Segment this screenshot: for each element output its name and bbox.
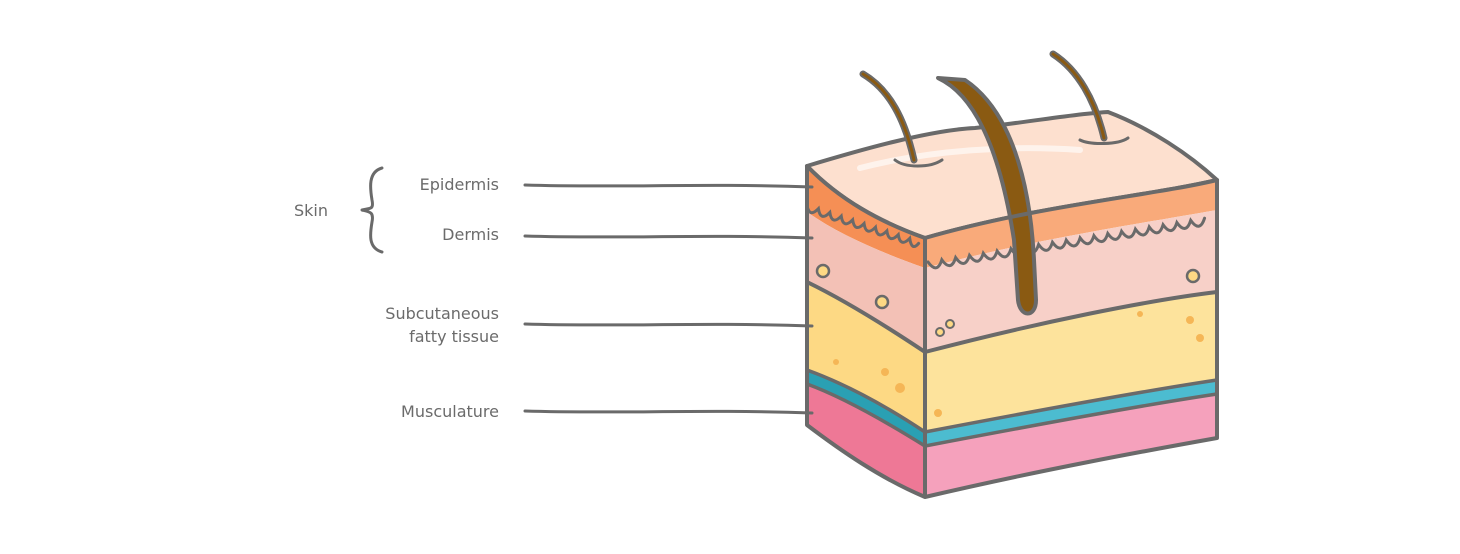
hair-strand-right-fill [1051,52,1106,140]
leader-line-musculature [523,409,814,415]
hair-follicle-left-rim [893,158,944,168]
front-fat [925,292,1217,432]
leader-line-epidermis [523,183,814,189]
fat-droplet [1186,316,1194,324]
layer-boundary-fascia-top [806,368,1218,434]
gland-dot [935,327,945,337]
front-fascia [925,380,1217,446]
left-epidermis [807,166,925,268]
label-subcutaneous-line2: fatty tissue [409,327,499,346]
gland-dot [815,263,831,279]
gland-dot [1185,268,1201,284]
skin-brace [360,166,384,254]
fat-droplet [833,359,839,365]
fat-droplet [1196,334,1204,342]
hair-follicle-right-rim [1078,136,1130,145]
front-muscle [925,394,1217,497]
layer-boundary-muscle-top [806,382,1218,448]
fat-droplet [881,368,889,376]
gland-dot [874,294,890,310]
leader-line-subcutaneous [523,322,814,328]
fat-droplet [1137,311,1143,317]
dermal-wave-front [926,216,1207,270]
hair-shaft-center [936,76,1038,316]
left-fat [807,282,925,432]
label-epidermis: Epidermis [420,175,499,194]
left-dermis [807,212,925,352]
label-musculature: Musculature [401,402,499,421]
hair-strand-left-fill [861,72,916,162]
label-dermis: Dermis [442,225,499,244]
label-skin: Skin [294,201,328,220]
front-epidermis [925,180,1217,268]
front-dermis [925,210,1217,352]
fat-droplet [895,383,905,393]
label-subcutaneous-line1: Subcutaneous [385,304,499,323]
left-muscle [807,384,925,497]
fat-droplet [934,409,942,417]
gland-dot [945,319,955,329]
leader-line-dermis [523,234,814,240]
dermal-wave-left [805,203,921,249]
skin-top-highlight [857,145,1083,171]
layer-boundary-fat-top [806,280,1218,355]
block-outline [805,164,1219,499]
